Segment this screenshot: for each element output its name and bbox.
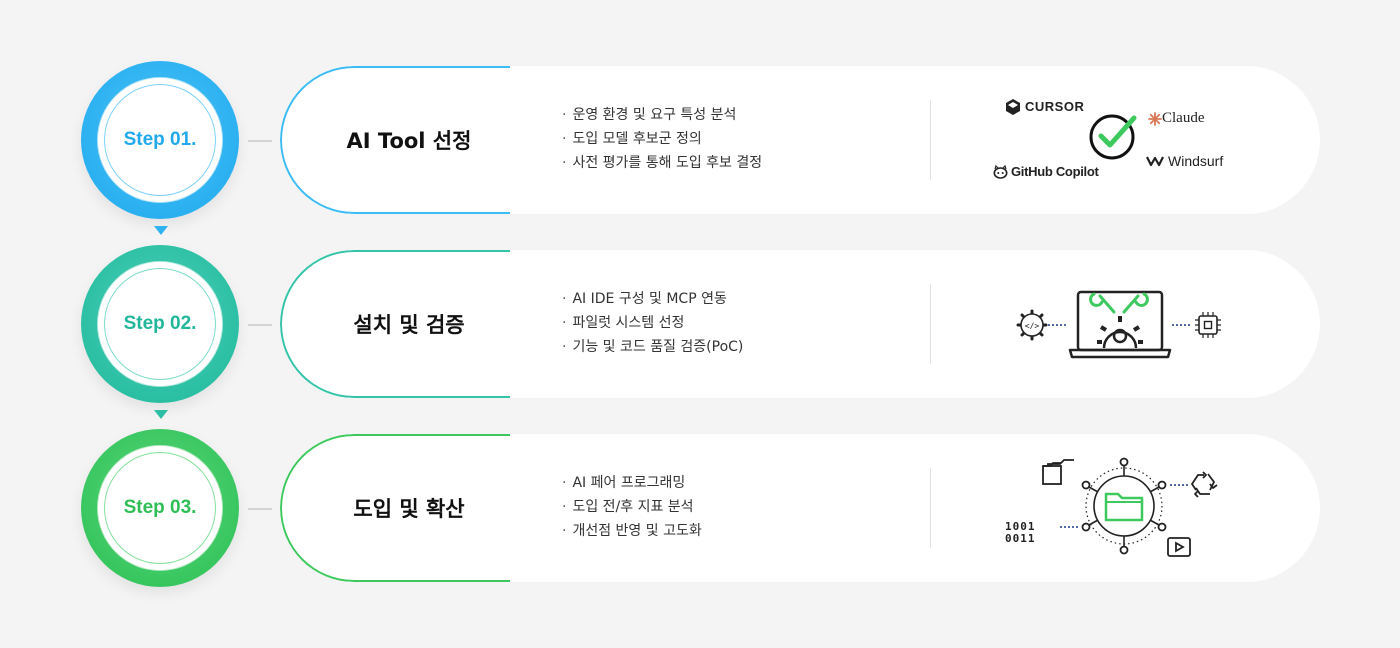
chip-icon: [1195, 312, 1221, 338]
connector-line: [248, 140, 272, 142]
bullet-item: AI IDE 구성 및 MCP 연동: [562, 287, 743, 311]
bullet-item: 운영 환경 및 요구 특성 분석: [562, 103, 762, 127]
bullet-item: 기능 및 코드 품질 검증(PoC): [562, 335, 743, 359]
step-card-3: 도입 및 확산 AI 페어 프로그래밍 도입 전/후 지표 분석 개선점 반영 …: [280, 434, 1320, 582]
step-title: AI Tool 선정: [346, 129, 472, 153]
cursor-logo-text: CURSOR: [1025, 99, 1085, 114]
divider: [930, 100, 931, 180]
deployment-illustration: 1001 0011: [970, 434, 1270, 582]
step-badge-2: Step 02.: [81, 245, 239, 403]
divider: [930, 284, 931, 364]
step-title: 도입 및 확산: [353, 497, 465, 521]
step-title: 설치 및 검증: [353, 313, 465, 337]
down-arrow-icon: [154, 410, 168, 419]
svg-text:</>: </>: [1025, 322, 1040, 331]
cursor-logo-icon: [1006, 99, 1020, 115]
bullet-item: 개선점 반영 및 고도화: [562, 519, 701, 543]
bullet-item: 도입 모델 후보군 정의: [562, 127, 762, 151]
laptop-tools-icon: </>: [1016, 290, 1221, 359]
step-badge-1: Step 01.: [81, 61, 239, 219]
ai-tools-illustration: CURSOR Claude: [970, 66, 1270, 214]
binary-code-text: 0011: [1005, 532, 1036, 545]
divider: [930, 468, 931, 548]
claude-logo-icon: [1148, 112, 1162, 126]
connector-line: [248, 508, 272, 510]
step-row-1: Step 01. AI Tool 선정 운영 환경 및 요구 특성 분석 도입 …: [0, 61, 1400, 219]
step-row-2: Step 02. 설치 및 검증 AI IDE 구성 및 MCP 연동 파일럿 …: [0, 245, 1400, 403]
step-bullets: AI IDE 구성 및 MCP 연동 파일럿 시스템 선정 기능 및 코드 품질…: [562, 287, 743, 359]
github-logo-text: GitHub Copilot: [1011, 164, 1099, 179]
step-label: Step 03.: [123, 497, 197, 518]
step-label: Step 02.: [123, 313, 197, 334]
connector-line: [248, 324, 272, 326]
setup-illustration: </>: [970, 250, 1270, 398]
step-card-1: AI Tool 선정 운영 환경 및 요구 특성 분석 도입 모델 후보군 정의…: [280, 66, 1320, 214]
bullet-item: AI 페어 프로그래밍: [562, 471, 702, 495]
bullet-item: 도입 전/후 지표 분석: [562, 495, 702, 519]
step-bullets: 운영 환경 및 요구 특성 분석 도입 모델 후보군 정의 사전 평가를 통해 …: [562, 103, 762, 175]
check-circle-icon: [1089, 114, 1137, 160]
folder-network-icon: [1042, 457, 1218, 557]
step-row-3: Step 03. 도입 및 확산 AI 페어 프로그래밍 도입 전/후 지표 분…: [0, 429, 1400, 587]
step-label: Step 01.: [123, 129, 197, 150]
bullet-item: 사전 평가를 통해 도입 후보 결정: [562, 151, 762, 175]
windsurf-logo-icon: [1146, 156, 1164, 167]
bullet-item: 파일럿 시스템 선정: [562, 311, 743, 335]
code-gear-icon: </>: [1016, 309, 1048, 341]
step-bullets: AI 페어 프로그래밍 도입 전/후 지표 분석 개선점 반영 및 고도화: [562, 471, 702, 543]
down-arrow-icon: [154, 226, 168, 235]
step-badge-3: Step 03.: [81, 429, 239, 587]
github-logo-icon: [993, 165, 1008, 179]
claude-logo-text: Claude: [1162, 110, 1205, 126]
step-card-2: 설치 및 검증 AI IDE 구성 및 MCP 연동 파일럿 시스템 선정 기능…: [280, 250, 1320, 398]
windsurf-logo-text: Windsurf: [1168, 153, 1224, 169]
binary-code-text: 1001: [1005, 520, 1036, 533]
